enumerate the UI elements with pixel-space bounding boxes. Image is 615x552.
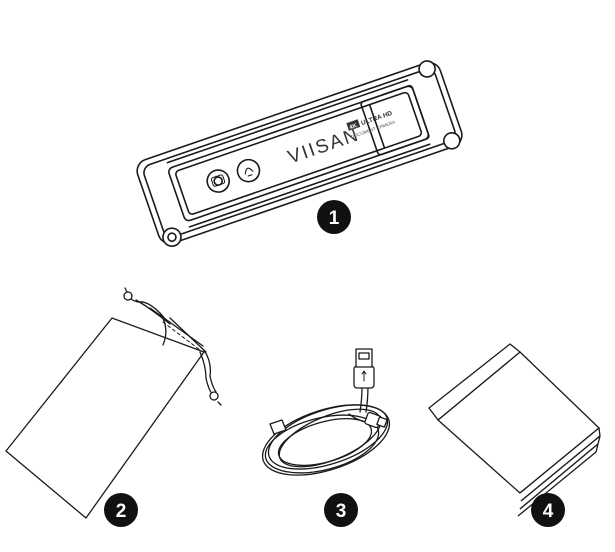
camera-4k-label: 4K xyxy=(349,123,359,131)
item-number-badge-2: 2 xyxy=(104,493,138,527)
item-number-4: 4 xyxy=(543,501,554,522)
cord-stopper-top xyxy=(123,287,133,301)
drawstring-pouch-illustration xyxy=(5,287,222,519)
document-camera-illustration: VIISAN 4K ULTRA HD DOCUMENT CAMERA xyxy=(136,60,463,247)
camera-4k-badge xyxy=(346,119,361,131)
item-number-badge-3: 3 xyxy=(324,493,358,527)
item-number-badge-4: 4 xyxy=(531,493,565,527)
usb-cable-illustration xyxy=(261,348,391,476)
item-number-badge-1: 1 xyxy=(317,200,351,234)
item-number-1: 1 xyxy=(329,208,340,229)
cord-stopper-bottom xyxy=(209,391,222,406)
capture-button-icon xyxy=(206,169,231,193)
light-button-icon xyxy=(236,158,261,183)
user-manual-illustration xyxy=(428,343,601,517)
usb-a-plug xyxy=(353,348,375,389)
cable-end-connector xyxy=(348,411,388,429)
item-number-3: 3 xyxy=(336,501,347,522)
item-number-2: 2 xyxy=(116,501,127,522)
